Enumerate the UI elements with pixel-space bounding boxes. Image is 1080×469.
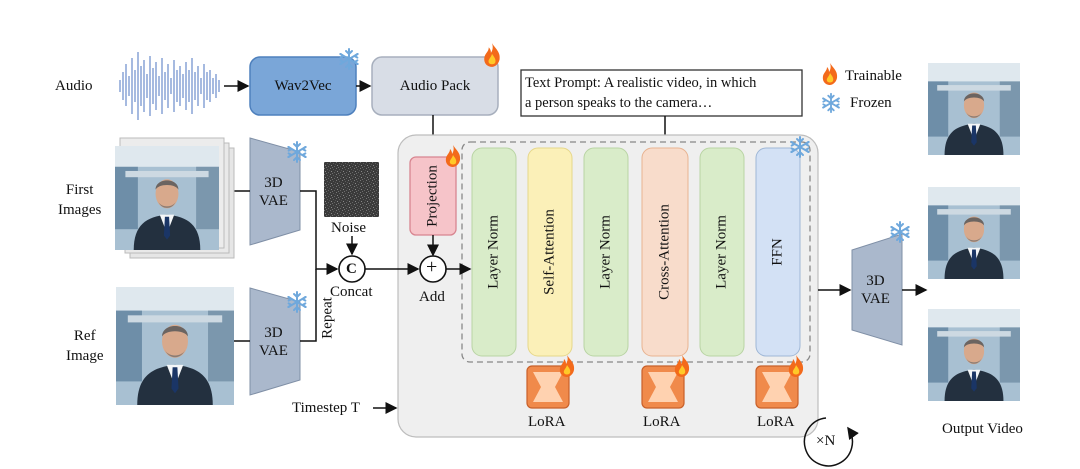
projection-label: Projection — [424, 165, 441, 227]
ref-image — [116, 287, 234, 405]
vae-decoder-line2: VAE — [861, 291, 890, 307]
lora-self-attention — [526, 365, 570, 409]
audio-pack-label: Audio Pack — [399, 77, 471, 94]
line-first-vae-to-concat — [300, 190, 339, 275]
noise-image — [324, 162, 379, 217]
repeat-times-label: ×N — [816, 433, 836, 449]
output-frame-2 — [928, 187, 1020, 279]
lora-ffn-label: LoRA — [757, 414, 795, 430]
layer-norm-1-label: Layer Norm — [485, 215, 502, 289]
first-images-label: First Images — [58, 180, 101, 220]
vae-first-line2: VAE — [259, 193, 288, 209]
audio-waveform — [119, 52, 220, 120]
layer-norm-1-box — [471, 147, 517, 357]
lora-self-label: LoRA — [528, 414, 566, 430]
first-images-label-line2: Images — [58, 202, 102, 218]
output-frame-1 — [928, 63, 1020, 155]
vae-ref-label: 3D VAE — [259, 324, 288, 360]
timestep-label: Timestep T — [292, 400, 360, 416]
concat-label: Concat — [330, 284, 373, 300]
snowflake-icon — [822, 92, 840, 114]
concat-symbol: C — [346, 261, 357, 277]
vae-decoder-label: 3D VAE — [861, 272, 890, 308]
lora-cross-attention — [641, 365, 685, 409]
legend-trainable: Trainable — [845, 68, 902, 84]
lora-cross-label: LoRA — [643, 414, 681, 430]
cross-attention-box — [641, 147, 689, 357]
vae-ref-line1: 3D — [264, 325, 283, 341]
add-label: Add — [419, 289, 445, 305]
noise-label: Noise — [331, 220, 366, 236]
audio-label: Audio — [55, 78, 93, 94]
cross-attention-label: Cross-Attention — [656, 204, 673, 300]
ref-image-label: Ref Image — [66, 326, 103, 366]
vae-encoder-ref — [249, 287, 301, 396]
text-prompt: Text Prompt: A realistic video, in which… — [521, 73, 806, 113]
text-prompt-line1: Text Prompt: A realistic video, in which — [525, 75, 757, 91]
first-images-label-line1: First — [65, 182, 94, 198]
layer-norm-3-box — [699, 147, 745, 357]
vae-first-line1: 3D — [264, 175, 283, 191]
wav2vec-label: Wav2Vec — [274, 77, 332, 94]
vae-ref-line2: VAE — [259, 343, 288, 359]
fire-icon — [822, 63, 838, 85]
vae-decoder-line1: 3D — [866, 273, 885, 289]
vae-decoder — [851, 233, 903, 346]
vae-encoder-first — [249, 137, 301, 246]
output-video-label: Output Video — [942, 421, 1023, 437]
transformer-inner-dashed — [461, 141, 811, 363]
layer-norm-3-label: Layer Norm — [713, 215, 730, 289]
ref-image-label-line1: Ref — [73, 328, 96, 344]
layer-norm-2-label: Layer Norm — [597, 215, 614, 289]
ref-image-label-line2: Image — [66, 348, 104, 364]
vae-first-label: 3D VAE — [259, 174, 288, 210]
self-attention-label: Self-Attention — [541, 209, 558, 295]
repeat-label: Repeat — [319, 297, 336, 339]
add-symbol: + — [426, 256, 438, 278]
text-prompt-line2: a person speaks to the camera… — [525, 95, 713, 111]
text-prompt-box — [520, 69, 803, 117]
legend-frozen: Frozen — [850, 95, 892, 111]
layer-norm-2-box — [583, 147, 629, 357]
line-ref-vae-to-concat — [300, 269, 317, 342]
self-attention-box — [527, 147, 573, 357]
first-images-stack — [115, 137, 235, 259]
repeat-loop-arrow — [803, 417, 859, 467]
ffn-box — [755, 147, 801, 357]
ffn-label: FFN — [769, 238, 786, 266]
lora-ffn — [755, 365, 799, 409]
output-frame-3 — [928, 309, 1020, 401]
audio-pack-box — [371, 56, 499, 116]
